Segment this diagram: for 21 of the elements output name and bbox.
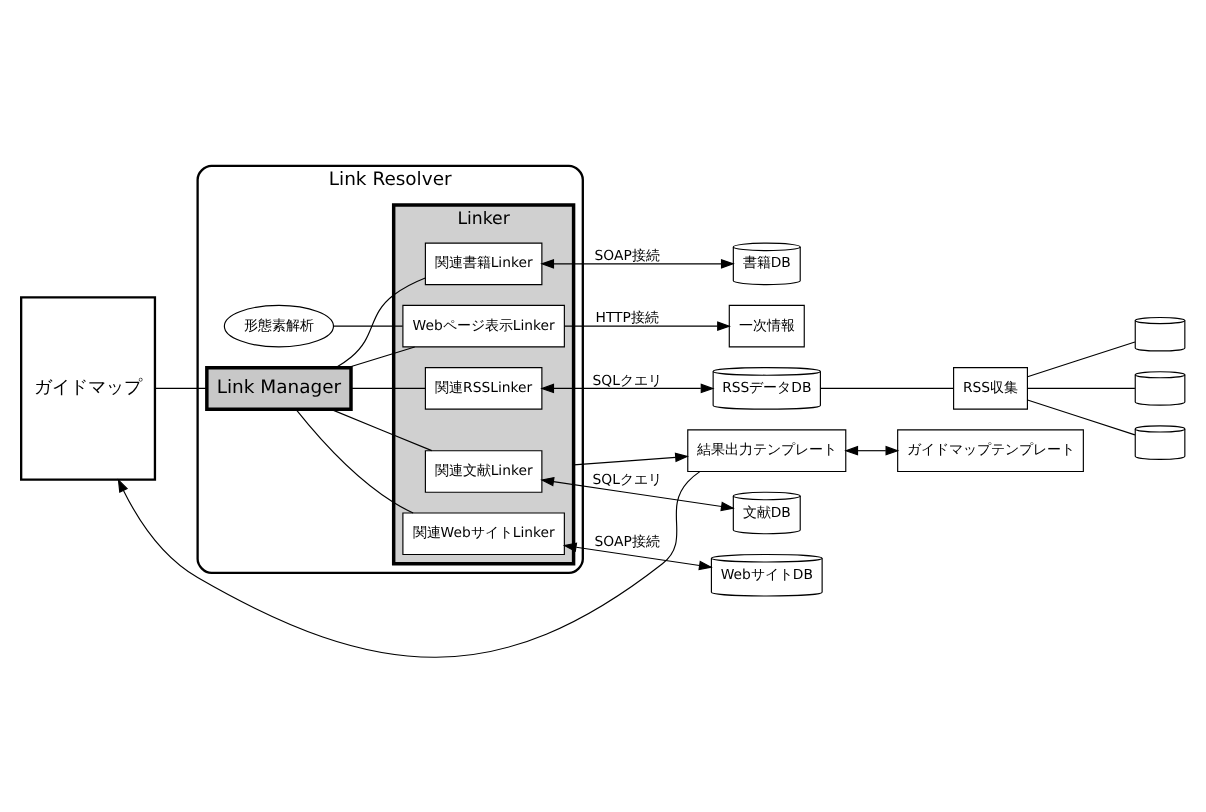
arrow [563,320,731,330]
arrow [573,451,689,465]
connector [1026,386,1136,388]
node-box: ガイドマップ [20,295,157,480]
arrow [540,382,715,393]
node-box: Link Manager [205,364,353,410]
arrow [540,475,735,511]
connector [350,386,426,388]
arrow [540,258,735,268]
arrow [117,470,701,657]
connector [335,276,426,368]
arrow [562,541,713,570]
connector [330,407,433,451]
connector [154,386,208,388]
connector [347,345,416,368]
connector [1026,340,1136,377]
connector [1026,398,1136,435]
connector [819,386,955,388]
connector [333,324,404,326]
connector [295,407,414,513]
arrow [844,444,900,455]
